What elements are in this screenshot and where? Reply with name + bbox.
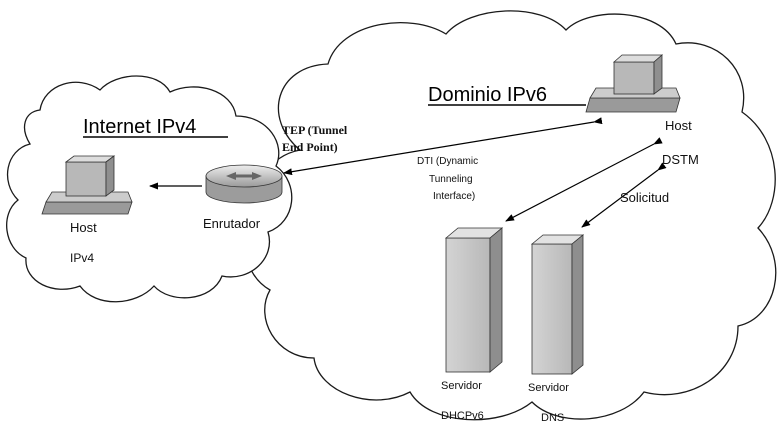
- dti-dhcp-arrow: [505, 137, 663, 222]
- server-dns-icon: [530, 234, 585, 375]
- tep-tunnel-arrow: [283, 117, 603, 176]
- ipv6-domain-cloud: [245, 10, 777, 421]
- host-ipv4-sublabel: IPv4: [70, 251, 94, 265]
- server-dhcpv6-sublabel: DHCPv6: [441, 410, 484, 422]
- router-icon: [205, 164, 283, 204]
- dti-label-line1: DTI (Dynamic: [417, 156, 478, 167]
- dti-label-line3: Interface): [433, 191, 475, 202]
- tep-label-line2: End Point): [282, 140, 338, 154]
- host-ipv4-icon: [41, 155, 133, 215]
- server-dns-sublabel: DNS: [541, 412, 564, 424]
- host-dstm-icon: [585, 54, 681, 113]
- host-dstm-sublabel: DSTM: [662, 152, 699, 167]
- router-label: Enrutador: [203, 216, 261, 231]
- ipv6-domain-title: Dominio IPv6: [428, 84, 547, 106]
- dti-label-line2: Tunneling: [429, 174, 473, 185]
- tep-label-line1: TEP (Tunnel: [282, 123, 348, 137]
- host-dstm-label: Host: [665, 118, 692, 133]
- solicitud-label: Solicitud: [620, 190, 669, 205]
- server-dns-label: Servidor: [528, 382, 569, 394]
- host-ipv4-label: Host: [70, 220, 97, 235]
- server-dhcpv6-label: Servidor: [441, 380, 482, 392]
- ipv4-domain-title: Internet IPv4: [83, 116, 196, 138]
- server-dhcpv6-icon: [444, 227, 504, 373]
- solicitud-dns-arrow: [581, 162, 667, 228]
